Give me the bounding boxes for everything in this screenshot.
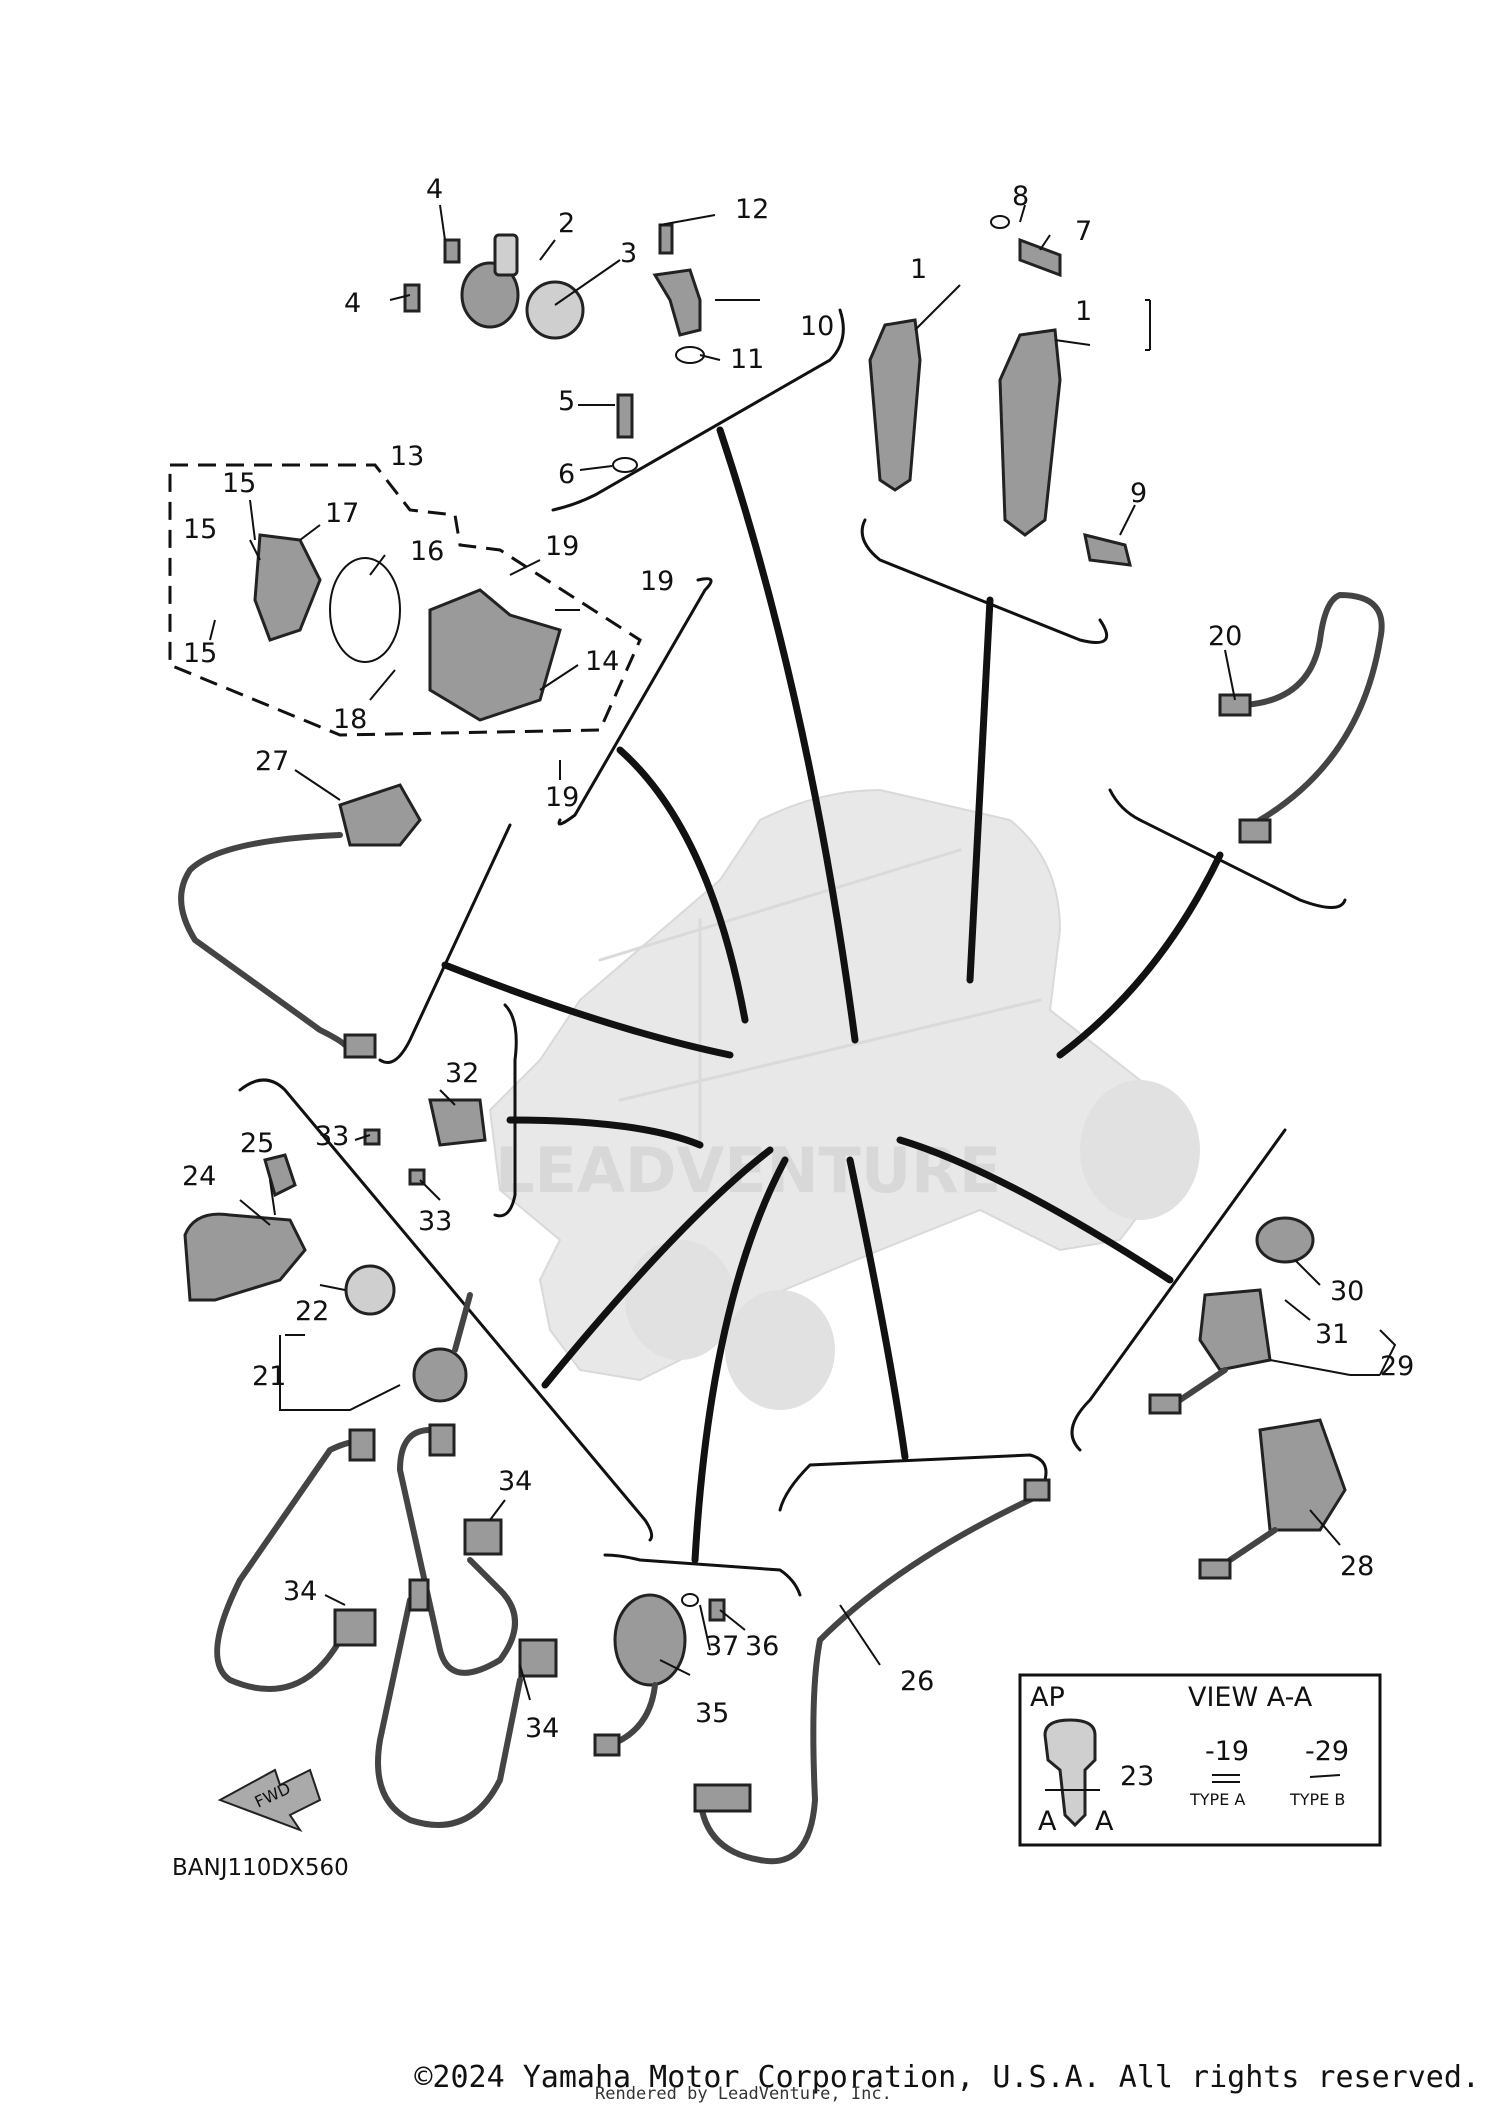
part-ignition-coil-1b: [998, 328, 1062, 537]
callout-7: 7: [1075, 216, 1092, 247]
part-switch-21: [412, 1292, 473, 1403]
part-rectifier-28: [1198, 1418, 1347, 1580]
part-harness-34: [214, 1423, 558, 1828]
callout-19b: 19: [640, 566, 674, 597]
callout-12: 12: [735, 194, 769, 225]
callout-leaders: [209, 204, 1397, 1701]
callout-19a: 19: [545, 531, 579, 562]
callout-2: 2: [558, 208, 575, 239]
callout-14: 14: [585, 646, 619, 677]
view-type-a-label: TYPE A: [1189, 1790, 1245, 1809]
part-cap-22: [344, 1264, 396, 1316]
part-water-pump-assembly-13: [168, 463, 642, 737]
callout-26: 26: [900, 1666, 934, 1697]
part-sensor-9: [1083, 532, 1132, 567]
vehicle-outline: [488, 788, 1200, 1410]
callout-22: 22: [295, 1296, 329, 1327]
part-cam-sensor-2: [460, 233, 585, 340]
callout-37: 37: [705, 1631, 739, 1662]
part-ignition-coil-1a: [868, 318, 922, 492]
callout-4b: 4: [344, 288, 361, 319]
callout-31: 31: [1315, 1319, 1349, 1350]
fwd-arrow: FWD: [217, 1768, 322, 1833]
callout-29: 29: [1380, 1351, 1414, 1382]
callout-5: 5: [558, 386, 575, 417]
callout-33a: 33: [315, 1121, 349, 1152]
part-ignition-switch-24: [183, 1153, 307, 1302]
callout-4a: 4: [426, 174, 443, 205]
callout-10: 10: [800, 311, 834, 342]
view-ap-label: AP: [1030, 1682, 1065, 1713]
view-a-left: A: [1038, 1806, 1057, 1837]
part-bolt-4: [403, 238, 461, 313]
view-type-b-label: TYPE B: [1289, 1790, 1345, 1809]
part-sensor-5: [612, 393, 638, 473]
view-type-b-code: -29: [1305, 1736, 1349, 1767]
callout-6: 6: [558, 459, 575, 490]
part-relay-32: [363, 1098, 487, 1186]
view-key-label: 23: [1120, 1761, 1154, 1792]
callout-25: 25: [240, 1128, 274, 1159]
callout-16: 16: [410, 536, 444, 567]
callout-34a: 34: [498, 1466, 532, 1497]
part-buzzer-35: [593, 1593, 726, 1757]
callout-15b: 15: [183, 514, 217, 545]
callout-18: 18: [333, 704, 367, 735]
callout-3: 3: [620, 238, 637, 269]
view-title: VIEW A-A: [1188, 1682, 1313, 1713]
callout-21: 21: [252, 1361, 286, 1392]
callout-11: 11: [730, 344, 764, 375]
part-sensor-10: [652, 223, 705, 364]
leader-lines: [441, 426, 1224, 1564]
callout-34c: 34: [525, 1713, 559, 1744]
copyright-notice: ©2024 Yamaha Motor Corporation, U.S.A. A…: [414, 2060, 1480, 2095]
callout-15c: 15: [183, 638, 217, 669]
callout-35: 35: [695, 1698, 729, 1729]
callout-1a: 1: [910, 254, 927, 285]
callout-13: 13: [390, 441, 424, 472]
callout-27: 27: [255, 746, 289, 777]
callout-17: 17: [325, 498, 359, 529]
callout-9: 9: [1130, 478, 1147, 509]
callout-24: 24: [182, 1161, 216, 1192]
part-oxygen-sensor-20: [1218, 591, 1385, 844]
view-aa-box: AP VIEW A-A 23 A A -19 -29 TYPE A TYPE B: [1018, 1673, 1382, 1847]
part-sensor-26: [693, 1478, 1051, 1865]
diagram-code: BANJ110DX560: [172, 1855, 349, 1881]
part-sensor-7: [990, 215, 1062, 278]
callout-28: 28: [1340, 1551, 1374, 1582]
callout-36: 36: [745, 1631, 779, 1662]
callouts: 4 4 2 3 12 10 11 5 6 8 7 1 1 9 20 13 15 …: [182, 174, 1414, 1744]
callout-19c: 19: [545, 782, 579, 813]
callout-20: 20: [1208, 621, 1242, 652]
callout-1b: 1: [1075, 296, 1092, 327]
rendered-by: Rendered by LeadVenture, Inc.: [595, 2084, 892, 2104]
part-relay-29: [1148, 1216, 1315, 1415]
view-a-right: A: [1095, 1806, 1114, 1837]
view-type-a-code: -19: [1205, 1736, 1249, 1767]
callout-30: 30: [1330, 1276, 1364, 1307]
callout-33b: 33: [418, 1206, 452, 1237]
callout-34b: 34: [283, 1576, 317, 1607]
callout-15a: 15: [222, 468, 256, 499]
callout-32: 32: [445, 1058, 479, 1089]
callout-8: 8: [1012, 181, 1029, 212]
part-sensor-27: [178, 783, 422, 1059]
